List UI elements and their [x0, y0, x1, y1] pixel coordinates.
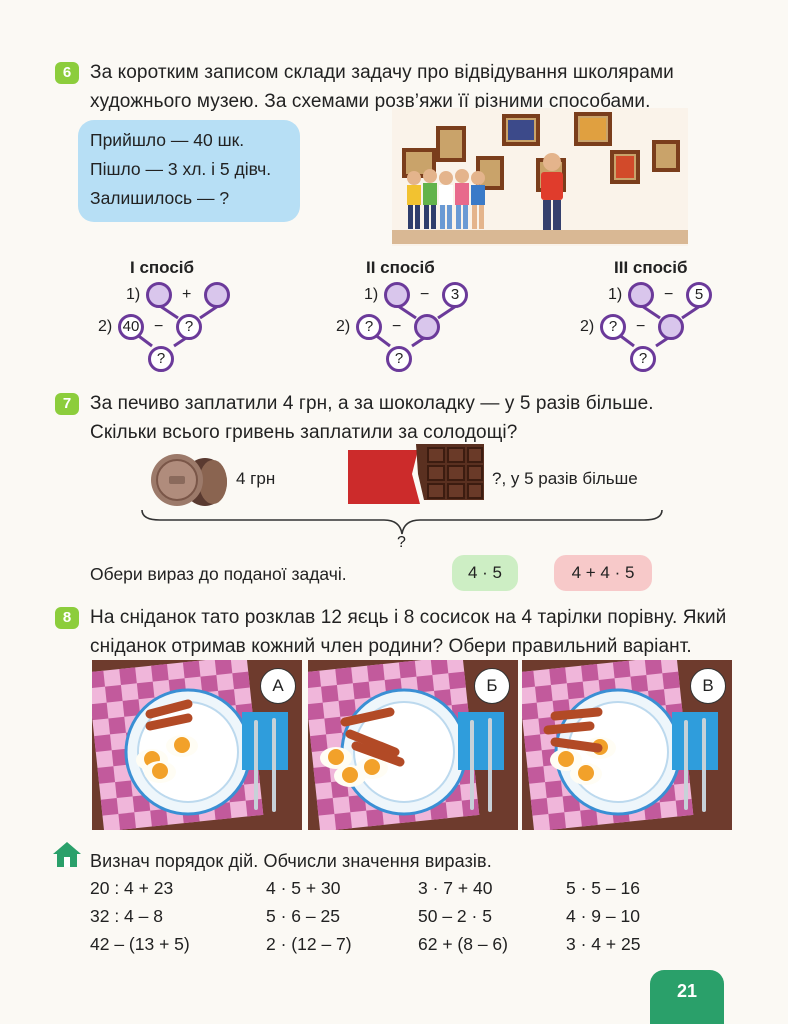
- option-letter: В: [690, 668, 726, 704]
- short-note-line: Пішло — 3 хл. і 5 дівч.: [90, 159, 272, 179]
- step-2-right-circle[interactable]: [658, 314, 684, 340]
- cookie-image: [151, 454, 227, 506]
- result-circle[interactable]: ?: [630, 346, 656, 372]
- option-letter: А: [260, 668, 296, 704]
- step-1-operator: −: [664, 286, 674, 303]
- homework-title: Визнач порядок дій. Обчисли значення вир…: [90, 851, 492, 871]
- expression: 42 – (13 + 5): [90, 934, 190, 954]
- expression: 5 · 5 – 16: [566, 878, 640, 898]
- expression-option-a[interactable]: 4 · 5: [452, 555, 518, 591]
- step-1-operator: −: [420, 286, 430, 303]
- expression: 5 · 6 – 25: [266, 906, 340, 926]
- museum-illustration: [392, 108, 688, 246]
- expression: 3 · 4 + 25: [566, 934, 641, 954]
- expression: 3 · 7 + 40: [418, 878, 493, 898]
- page-number: 21: [650, 970, 724, 1024]
- cookie-price-label: 4 грн: [236, 469, 276, 488]
- step-2-label: 2): [580, 318, 595, 335]
- chocolate-label: ?, у 5 разів більше: [492, 469, 638, 488]
- task-7-text-line2: Скільки всього гривень заплатили за соло…: [90, 422, 518, 443]
- method-title: ІІ спосіб: [366, 258, 435, 277]
- step-1-left-circle[interactable]: [628, 282, 654, 308]
- choose-expression-text: Обери вираз до поданої задачі.: [90, 564, 347, 584]
- step-2-operator: −: [154, 318, 164, 335]
- result-circle[interactable]: ?: [386, 346, 412, 372]
- step-1-label: 1): [608, 286, 623, 303]
- chocolate-image: [348, 444, 484, 504]
- expression: 4 · 9 – 10: [566, 906, 640, 926]
- step-1-right-circle[interactable]: 5: [686, 282, 712, 308]
- method-title: ІІІ спосіб: [614, 258, 688, 277]
- short-note-line: Залишилось — ?: [90, 188, 230, 208]
- step-1-left-circle[interactable]: [146, 282, 172, 308]
- expression: 20 : 4 + 23: [90, 878, 174, 898]
- step-1-label: 1): [126, 286, 141, 303]
- home-icon: [53, 842, 81, 867]
- expression: 50 – 2 · 5: [418, 906, 492, 926]
- brace-question-label: ?: [397, 534, 406, 551]
- step-2-label: 2): [98, 318, 113, 335]
- breakfast-option-3[interactable]: В: [522, 660, 732, 830]
- step-1-label: 1): [364, 286, 379, 303]
- step-2-left-circle[interactable]: 40: [118, 314, 144, 340]
- step-2-label: 2): [336, 318, 351, 335]
- task-7-text-line1: За печиво заплатили 4 грн, а за шоколадк…: [90, 393, 654, 414]
- step-2-right-circle[interactable]: [414, 314, 440, 340]
- task-6-badge: 6: [55, 62, 79, 84]
- step-2-operator: −: [392, 318, 402, 335]
- short-note-line: Прийшло — 40 шк.: [90, 130, 245, 150]
- breakfast-option-1[interactable]: А: [92, 660, 302, 830]
- task-8-text-line2: сніданок отримав кожний член родини? Обе…: [90, 636, 692, 657]
- step-1-left-circle[interactable]: [384, 282, 410, 308]
- task-8-text-line1: На сніданок тато розклав 12 яєць і 8 сос…: [90, 607, 727, 628]
- task-8-badge: 8: [55, 607, 79, 629]
- short-note-box: Прийшло — 40 шк. Пішло — 3 хл. і 5 дівч.…: [78, 120, 300, 222]
- expression: 4 · 5 + 30: [266, 878, 341, 898]
- step-1-right-circle[interactable]: 3: [442, 282, 468, 308]
- option-letter: Б: [474, 668, 510, 704]
- expression: 2 · (12 – 7): [266, 934, 352, 954]
- task-7-badge: 7: [55, 393, 79, 415]
- result-circle[interactable]: ?: [148, 346, 174, 372]
- step-2-right-circle[interactable]: ?: [176, 314, 202, 340]
- task-6-text-line1: За коротким записом склади задачу про ві…: [90, 62, 674, 83]
- step-2-operator: −: [636, 318, 646, 335]
- step-1-right-circle[interactable]: [204, 282, 230, 308]
- method-title: І спосіб: [130, 258, 195, 277]
- expression-option-b[interactable]: 4 + 4 · 5: [554, 555, 652, 591]
- breakfast-option-2[interactable]: Б: [308, 660, 518, 830]
- step-2-left-circle[interactable]: ?: [356, 314, 382, 340]
- expression: 32 : 4 – 8: [90, 906, 163, 926]
- step-1-operator: +: [182, 286, 192, 303]
- total-brace: [141, 509, 663, 535]
- task-6-text-line2: художнього музею. За схемами розв’яжи її…: [90, 91, 651, 112]
- step-2-left-circle[interactable]: ?: [600, 314, 626, 340]
- expression: 62 + (8 – 6): [418, 934, 508, 954]
